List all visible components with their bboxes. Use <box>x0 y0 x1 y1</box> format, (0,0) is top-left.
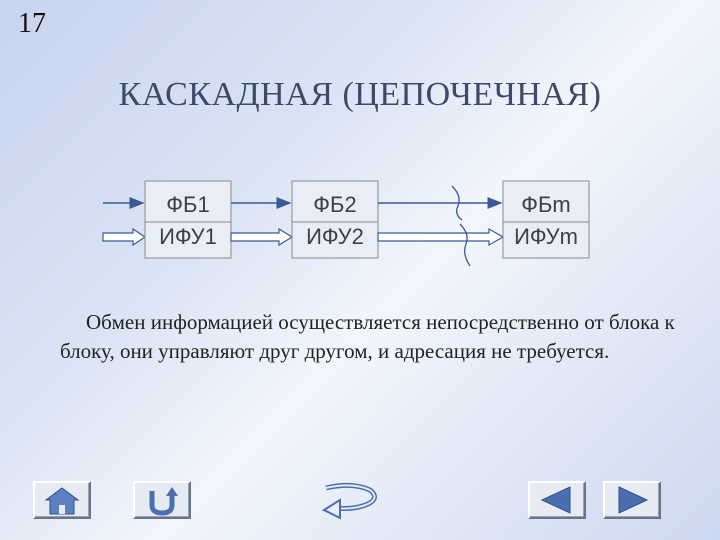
home-button[interactable] <box>33 481 91 519</box>
function-block-2: ФБ2 ИФУ2 <box>291 180 379 259</box>
triangle-right-icon <box>618 486 649 514</box>
block-m-ifu-label: ИФУm <box>514 224 578 249</box>
slide-number: 17 <box>18 8 46 39</box>
home-icon <box>44 487 80 515</box>
triangle-left-icon <box>540 486 571 514</box>
block-2-fb-label: ФБ2 <box>313 192 356 217</box>
info-arrow-1-2 <box>230 227 294 247</box>
block-2-ifu-label: ИФУ2 <box>306 224 364 249</box>
info-arrow-input <box>102 227 147 247</box>
info-arrow-2-m <box>377 227 505 247</box>
cascade-diagram: ФБ1 ИФУ1 ФБ2 ИФУ2 ФБm ИФУm <box>102 180 590 267</box>
return-arrow-icon <box>321 482 377 520</box>
previous-button[interactable] <box>528 481 586 519</box>
break-mark-2 <box>459 223 471 267</box>
u-turn-icon <box>149 487 178 516</box>
return-button[interactable] <box>318 480 382 526</box>
slide-title: КАСКАДНАЯ (ЦЕПОЧЕЧНАЯ) <box>118 76 602 113</box>
back-button[interactable] <box>133 481 191 519</box>
block-m-fb-label: ФБm <box>521 192 571 217</box>
break-mark-1 <box>451 185 463 221</box>
description-text: Обмен информацией осуществляется непосре… <box>60 310 675 363</box>
next-button[interactable] <box>603 481 661 519</box>
function-block-m: ФБm ИФУm <box>502 180 590 259</box>
function-block-1: ФБ1 ИФУ1 <box>144 180 232 259</box>
block-1-fb-label: ФБ1 <box>166 192 209 217</box>
block-1-ifu-label: ИФУ1 <box>159 224 217 249</box>
